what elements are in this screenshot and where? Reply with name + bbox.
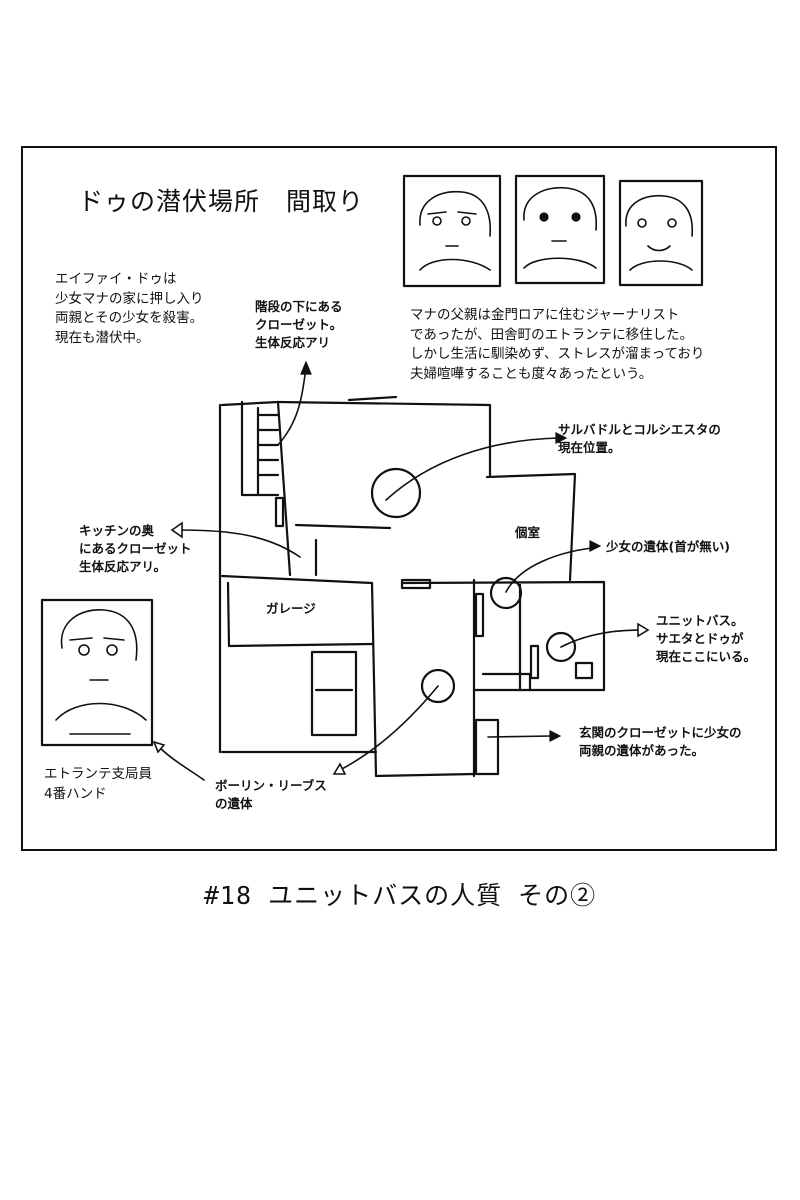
diagram-frame	[21, 146, 777, 851]
position-markers	[370, 467, 577, 704]
label-line: 生体反応アリ。	[79, 559, 167, 575]
label-line: ユニットバス。	[656, 613, 744, 628]
episode-caption: #18 ユニットバスの人質 その②	[203, 881, 597, 910]
label-line: キッチンの奥	[79, 523, 155, 538]
intro-line: 少女マナの家に押し入り	[55, 290, 204, 307]
label-line: にあるクローゼット	[79, 541, 192, 557]
label-parents-bodies: 玄関のクローゼットに少女の 両親の遺体があった。	[579, 724, 742, 760]
portrait-1	[402, 174, 502, 288]
intro-text: エイファイ・ドゥは 少女マナの家に押し入り 両親とその少女を殺害。 現在も潜伏中…	[55, 270, 204, 348]
portrait-2	[514, 174, 606, 285]
background-line: であったが、田舎町のエトランテに移住した。	[410, 326, 694, 343]
intro-line: エイファイ・ドゥは	[55, 271, 177, 287]
label-line: の遺体	[215, 796, 253, 812]
background-line: マナの父親は金門ロアに住むジャーナリスト	[410, 307, 680, 323]
portrait-3	[618, 179, 704, 287]
background-text: マナの父親は金門ロアに住むジャーナリスト であったが、田舎町のエトランテに移住し…	[410, 306, 704, 384]
label-kitchen-closet: キッチンの奥 にあるクローゼット 生体反応アリ。	[79, 522, 192, 576]
label-line: クローゼット。	[255, 317, 343, 333]
label-line: ボーリン・リーブス	[215, 778, 327, 793]
label-garage: ガレージ	[266, 601, 316, 616]
intro-line: 現在も潜伏中。	[55, 329, 150, 346]
label-girl-body: 少女の遺体(首が無い)	[606, 539, 730, 554]
intro-line: 両親とその少女を殺害。	[55, 310, 204, 327]
label-line: 両親の遺体があった。	[579, 743, 705, 759]
label-line: 生体反応アリ	[255, 335, 331, 351]
label-line: サルバドルとコルシエスタの	[558, 422, 721, 437]
label-line: エトランテ支局員	[44, 766, 152, 782]
background-line: しかし生活に馴染めず、ストレスが溜まっており	[410, 346, 705, 363]
label-boring-reeves: ボーリン・リーブス の遺体	[215, 777, 327, 813]
label-branch-hand: エトランテ支局員 4番ハンド	[44, 765, 152, 804]
label-line: 4番ハンド	[44, 785, 107, 802]
background-line: 夫婦喧嘩することも度々あったという。	[410, 365, 653, 382]
floor-plan-walls	[218, 395, 606, 778]
callout-arrows	[152, 360, 650, 781]
label-line: 玄関のクローゼットに少女の	[579, 725, 742, 740]
label-line: サエタとドゥが	[656, 631, 744, 647]
page-title: ドゥの潜伏場所 間取り	[78, 187, 365, 216]
label-unit-bath: ユニットバス。 サエタとドゥが 現在ここにいる。	[656, 612, 756, 666]
label-stairs-closet: 階段の下にある クローゼット。 生体反応アリ	[255, 298, 343, 352]
label-line: 現在位置。	[558, 440, 621, 456]
label-private-room: 個室	[515, 525, 541, 540]
portrait-branch-hand	[40, 598, 154, 747]
label-line: 階段の下にある	[255, 299, 343, 314]
label-line: 現在ここにいる。	[656, 649, 757, 665]
label-current-position: サルバドルとコルシエスタの 現在位置。	[558, 421, 721, 457]
